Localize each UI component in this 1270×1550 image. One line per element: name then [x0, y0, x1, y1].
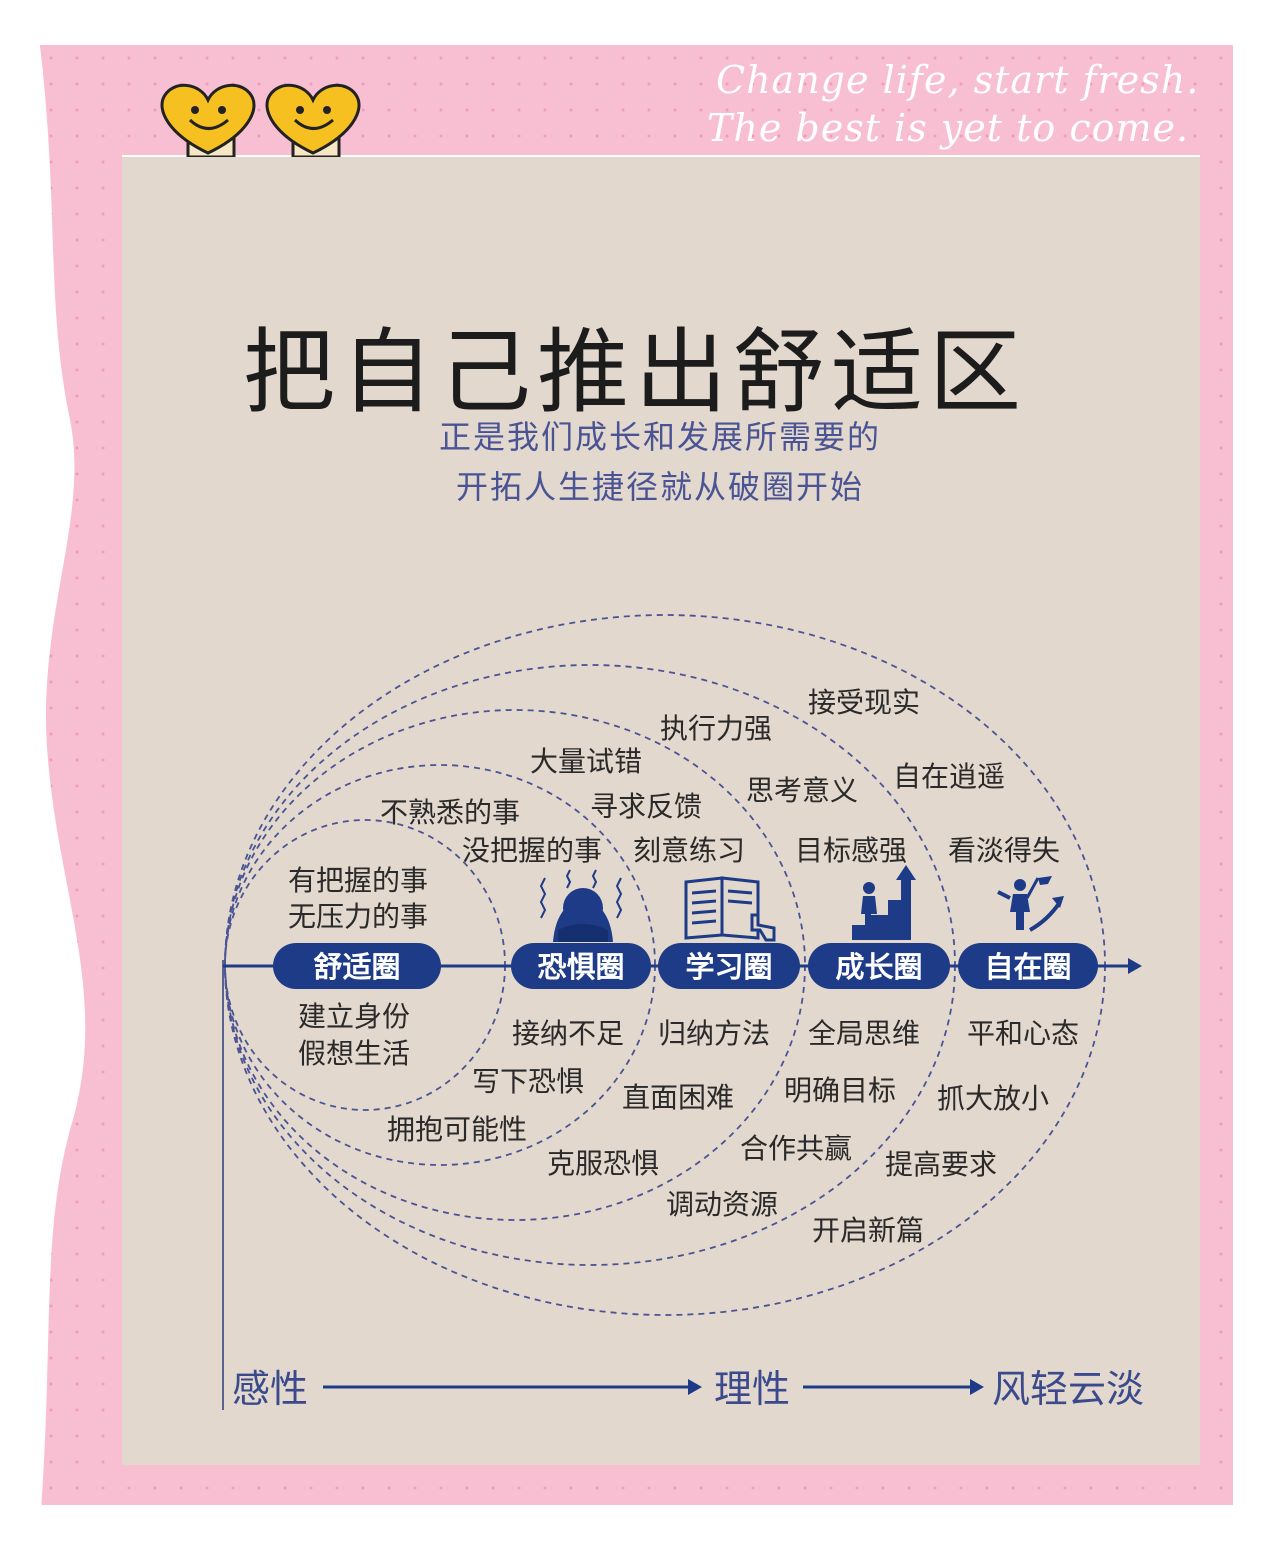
pill-fear [511, 943, 651, 989]
subtitle-line-2: 开拓人生捷径就从破圈开始 [455, 468, 864, 506]
fear-bottom-3: 拥抱可能性 [387, 1113, 527, 1146]
pill-label-growth: 成长圈 [835, 950, 922, 984]
learning-top-3: 刻意练习 [633, 834, 745, 867]
comfort-top-1: 有把握的事 [288, 864, 428, 897]
subtitle-line-1: 正是我们成长和发展所需要的 [438, 418, 881, 456]
pill-learning [658, 943, 800, 989]
axis-middle-label: 理性 [714, 1367, 790, 1411]
freedom-top-3: 看淡得失 [948, 834, 1060, 867]
growth-bottom-4: 调动资源 [666, 1188, 778, 1221]
fear-top-1: 不熟悉的事 [380, 796, 520, 829]
banner-line-2: The best is yet to come. [707, 106, 1190, 150]
fear-bottom-1: 接纳不足 [512, 1017, 624, 1050]
panel-top-line [122, 155, 1200, 157]
freedom-top-1: 接受现实 [808, 686, 920, 719]
stairs-arrow-icon [852, 865, 916, 940]
comfort-top-2: 无压力的事 [288, 900, 428, 933]
growth-top-1: 执行力强 [660, 712, 772, 745]
freedom-bottom-3: 提高要求 [885, 1148, 997, 1181]
freedom-bottom-2: 抓大放小 [937, 1082, 1049, 1115]
axis-start-label: 感性 [232, 1367, 308, 1411]
learning-top-1: 大量试错 [530, 745, 642, 778]
comfort-bottom-2: 假想生活 [298, 1037, 410, 1070]
learning-top-2: 寻求反馈 [590, 790, 702, 823]
fear-top-2: 没把握的事 [462, 834, 602, 867]
growth-bottom-2: 明确目标 [784, 1074, 896, 1107]
smiley-heart-icon [160, 84, 361, 157]
pill-label-comfort: 舒适圈 [313, 950, 400, 984]
learning-bottom-3: 克服恐惧 [547, 1147, 659, 1180]
growth-top-2: 思考意义 [746, 774, 858, 807]
axis-arrow-1-head [688, 1379, 702, 1395]
growth-bottom-1: 全局思维 [808, 1017, 920, 1050]
pill-label-learning: 学习圈 [685, 950, 772, 984]
learning-bottom-2: 直面困难 [622, 1081, 734, 1114]
zone-labels: 有把握的事 无压力的事 建立身份 假想生活 不熟悉的事 没把握的事 接纳不足 写… [288, 686, 1079, 1247]
learning-bottom-1: 归纳方法 [658, 1017, 770, 1050]
axis-arrow-2-head [970, 1379, 984, 1395]
bottom-axis: 感性 理性 风轻云淡 [232, 1367, 1144, 1411]
stressed-person-icon [539, 869, 623, 942]
growth-top-3: 目标感强 [795, 834, 907, 867]
growth-bottom-3: 合作共赢 [740, 1132, 852, 1165]
freedom-bottom-4: 开启新篇 [812, 1214, 924, 1247]
flag-person-icon [997, 876, 1064, 932]
comfort-bottom-1: 建立身份 [298, 1000, 410, 1033]
fear-bottom-2: 写下恐惧 [472, 1065, 584, 1098]
main-arrow-head [1128, 958, 1142, 974]
freedom-top-2: 自在逍遥 [893, 760, 1005, 793]
freedom-bottom-1: 平和心态 [967, 1017, 1079, 1050]
banner-line-1: Change life, start fresh. [716, 58, 1200, 102]
zone-pills [273, 943, 1098, 989]
axis-end-label: 风轻云淡 [992, 1367, 1144, 1411]
pill-freedom [958, 943, 1098, 989]
page-title: 把自己推出舒适区 [242, 319, 1027, 426]
pill-label-fear: 恐惧圈 [537, 950, 624, 984]
pill-comfort [273, 943, 441, 989]
pill-growth [808, 943, 950, 989]
book-pointer-icon [684, 876, 776, 942]
pill-label-freedom: 自在圈 [984, 950, 1071, 984]
